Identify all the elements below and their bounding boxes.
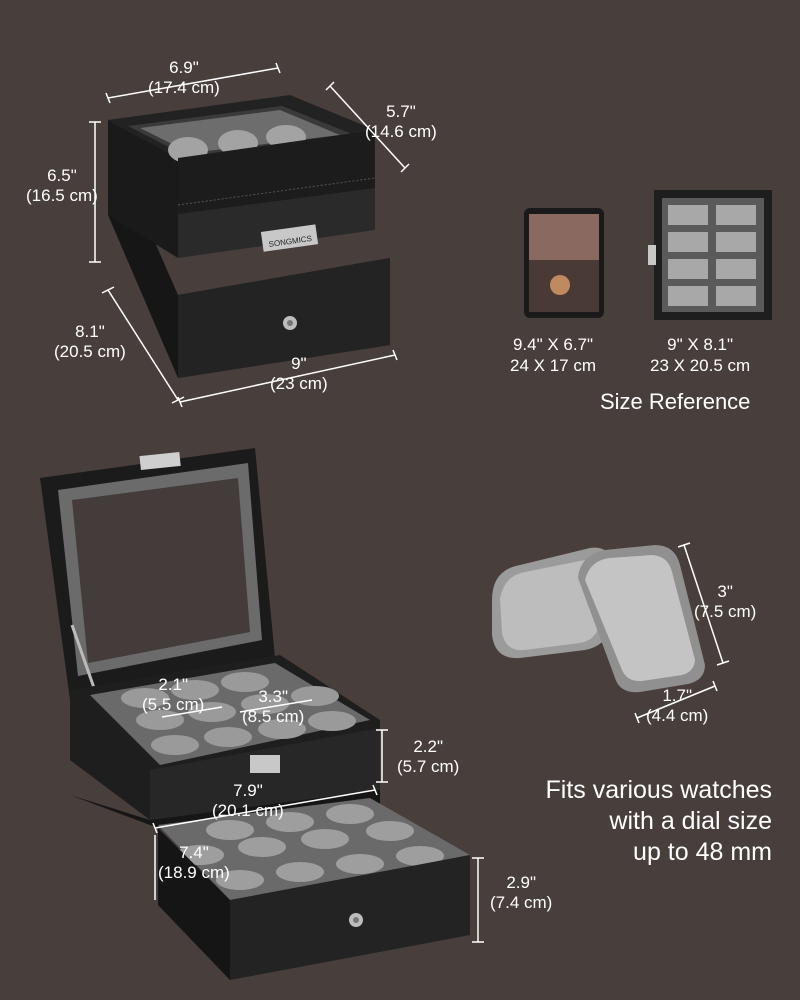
tablet-size-label: 9.4" X 6.7" 24 X 17 cm	[510, 334, 596, 376]
top-height-cm: (16.5 cm)	[26, 186, 98, 205]
top-width-cm: (17.4 cm)	[148, 78, 220, 97]
closed-watch-box: SONGMICS	[108, 95, 390, 378]
open-drawer-height-label: 2.9" (7.4 cm)	[490, 873, 552, 913]
open-box-dimension-lines	[152, 699, 484, 943]
drawer-depth-label: 8.1" (20.5 cm)	[54, 322, 126, 362]
pillow-dimension-lines	[634, 542, 730, 724]
pillow-height-cm: (7.5 cm)	[694, 602, 757, 621]
drawer-width-label: 9" (23 cm)	[270, 354, 328, 394]
top-width-inches: 6.9"	[169, 58, 199, 77]
drawer-depth-inches: 8.1"	[75, 322, 105, 341]
open-drawer-height-inches: 2.9"	[506, 873, 536, 892]
open-drawer-height-cm: (7.4 cm)	[490, 893, 553, 912]
tray-height-label: 2.2" (5.7 cm)	[397, 737, 459, 777]
box-size-cm: 23 X 20.5 cm	[650, 356, 751, 375]
tablet-icon	[524, 208, 604, 318]
fits-text-line-1: Fits various watches	[545, 776, 772, 804]
open-drawer-depth-label: 7.4" (18.9 cm)	[158, 843, 230, 883]
top-depth-cm: (14.6 cm)	[365, 122, 437, 141]
fits-text-line-2: with a dial size	[609, 807, 772, 835]
top-depth-label: 5.7" (14.6 cm)	[365, 102, 437, 142]
open-drawer-depth-inches: 7.4"	[179, 843, 209, 862]
pillow-width-inches: 1.7"	[662, 686, 692, 705]
watch-pillows	[492, 545, 705, 693]
tray-height-inches: 2.2"	[413, 737, 443, 756]
slot-width-label: 2.1" (5.5 cm)	[142, 675, 204, 715]
tray-width-cm: (20.1 cm)	[212, 801, 284, 820]
drawer-width-cm: (23 cm)	[270, 374, 328, 393]
open-watch-box	[40, 448, 470, 980]
box-top-view-icon	[648, 190, 772, 320]
slot-length-inches: 3.3"	[258, 687, 288, 706]
slot-length-label: 3.3" (8.5 cm)	[242, 687, 304, 727]
box-size-label: 9" X 8.1" 23 X 20.5 cm	[650, 334, 750, 376]
drawer-width-inches: 9"	[291, 354, 307, 373]
slot-width-inches: 2.1"	[158, 675, 188, 694]
box-size-inches: 9" X 8.1"	[667, 335, 734, 354]
top-height-label: 6.5" (16.5 cm)	[26, 166, 98, 206]
open-drawer-depth-cm: (18.9 cm)	[158, 863, 230, 882]
tray-height-cm: (5.7 cm)	[397, 757, 460, 776]
top-width-label: 6.9" (17.4 cm)	[148, 58, 220, 98]
slot-width-cm: (5.5 cm)	[142, 695, 205, 714]
fits-watches-text: Fits various watches with a dial size up…	[546, 775, 772, 868]
pillow-width-label: 1.7" (4.4 cm)	[646, 686, 708, 726]
pillow-height-inches: 3"	[717, 582, 733, 601]
tablet-size-cm: 24 X 17 cm	[510, 356, 596, 375]
drawer-depth-cm: (20.5 cm)	[54, 342, 126, 361]
fits-text-line-3: up to 48 mm	[633, 838, 772, 866]
slot-length-cm: (8.5 cm)	[242, 707, 305, 726]
pillow-height-label: 3" (7.5 cm)	[694, 582, 756, 622]
size-reference-heading: Size Reference	[600, 389, 751, 414]
pillow-width-cm: (4.4 cm)	[646, 706, 709, 725]
top-box-dimension-lines	[89, 62, 410, 408]
tablet-size-inches: 9.4" X 6.7"	[512, 335, 594, 354]
tray-width-label: 7.9" (20.1 cm)	[212, 781, 284, 821]
top-height-inches: 6.5"	[47, 166, 77, 185]
top-depth-inches: 5.7"	[386, 102, 416, 121]
tray-width-inches: 7.9"	[233, 781, 263, 800]
